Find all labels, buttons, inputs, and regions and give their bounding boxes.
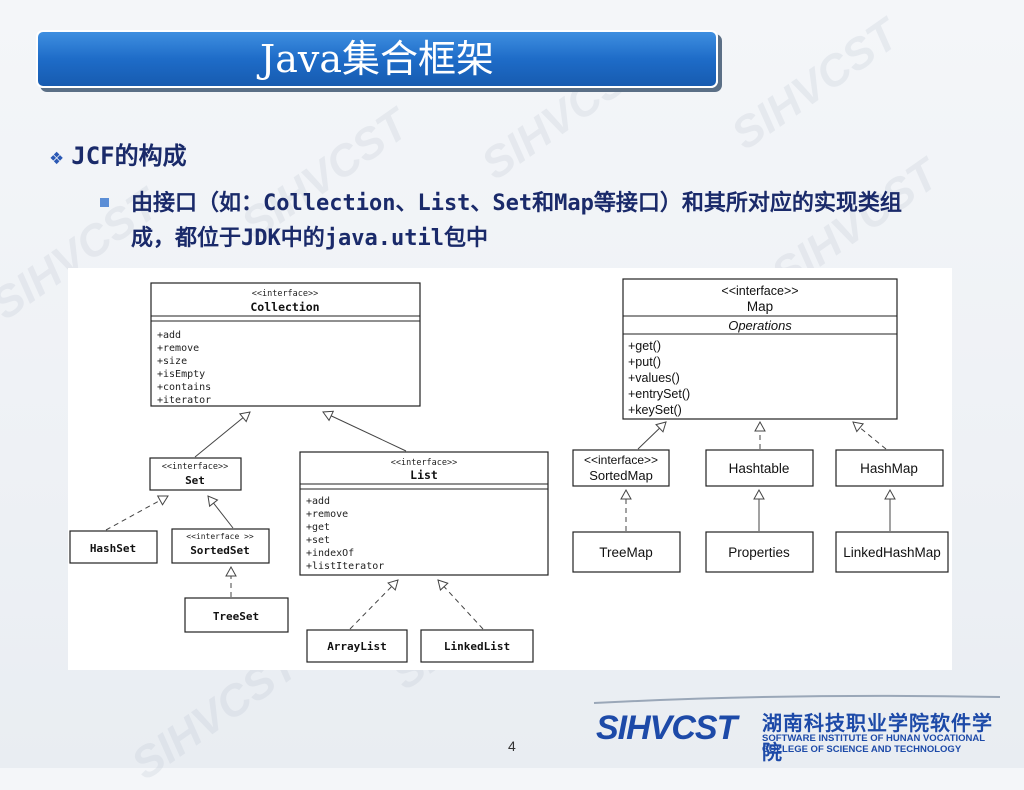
hashmap-implements-map-arrow bbox=[852, 421, 887, 450]
bullet-level2-text: 由接口（如：Collection、List、Set和Map等接口）和其所对应的实… bbox=[131, 191, 902, 251]
set-interface-box: <<interface>> Set bbox=[149, 457, 242, 491]
logo-chinese-name: 湖南科技职业学院软件学院 bbox=[762, 711, 993, 764]
sortedmap-extends-map-arrow bbox=[637, 421, 667, 450]
left-relationship-arrows bbox=[105, 410, 484, 630]
linkedlist-name: LinkedList bbox=[444, 640, 510, 653]
collection-method: +iterator bbox=[157, 395, 211, 406]
hashtable-class-box: Hashtable bbox=[705, 449, 814, 487]
sortedset-interface-box: <<interface >> SortedSet bbox=[171, 528, 270, 564]
page-title: Java集合框架 bbox=[259, 37, 494, 81]
logo-swoosh-icon bbox=[593, 694, 1001, 704]
list-method: +remove bbox=[306, 509, 348, 520]
uml-diagram-svg: <<interface>> Collection +add +remove +s… bbox=[69, 278, 949, 663]
logo-mark: SIHVCST bbox=[596, 709, 737, 747]
list-interface-box: <<interface>> List +add +remove +get +se… bbox=[299, 451, 549, 576]
list-method: +add bbox=[306, 496, 330, 507]
title-bar: Java集合框架 bbox=[36, 30, 718, 88]
arraylist-name: ArrayList bbox=[327, 640, 387, 653]
diamond-bullet-icon: ❖ bbox=[50, 145, 64, 170]
hashmap-class-box: HashMap bbox=[835, 449, 944, 487]
square-bullet-icon bbox=[100, 198, 109, 207]
sortedset-stereotype: <<interface >> bbox=[186, 532, 254, 541]
properties-name: Properties bbox=[728, 545, 790, 560]
list-method: +set bbox=[306, 535, 330, 546]
map-method: +put() bbox=[628, 355, 661, 369]
set-stereotype: <<interface>> bbox=[162, 462, 229, 472]
list-method: +get bbox=[306, 522, 330, 533]
properties-class-box: Properties bbox=[705, 531, 814, 573]
map-method: +get() bbox=[628, 339, 661, 353]
page-number: 4 bbox=[508, 738, 516, 754]
list-stereotype: <<interface>> bbox=[391, 458, 458, 468]
linkedhashmap-name: LinkedHashMap bbox=[843, 545, 941, 560]
map-name: Map bbox=[747, 299, 773, 314]
map-method: +entrySet() bbox=[628, 387, 690, 401]
collection-interface-box: <<interface>> Collection +add +remove +s… bbox=[150, 282, 421, 407]
logo-english-line2: COLLEGE OF SCIENCE AND TECHNOLOGY bbox=[762, 744, 962, 755]
treeset-name: TreeSet bbox=[213, 610, 259, 623]
list-method: +indexOf bbox=[306, 548, 354, 559]
linkedlist-class-box: LinkedList bbox=[420, 629, 534, 663]
map-method: +keySet() bbox=[628, 403, 682, 417]
collection-stereotype: <<interface>> bbox=[252, 289, 319, 299]
sortedset-extends-set-arrow bbox=[207, 495, 234, 529]
collection-method: +isEmpty bbox=[157, 369, 205, 380]
hashtable-name: Hashtable bbox=[729, 461, 790, 476]
hashmap-name: HashMap bbox=[860, 461, 918, 476]
collection-method: +contains bbox=[157, 382, 211, 393]
list-extends-collection-arrow bbox=[322, 410, 407, 452]
map-operations-label: Operations bbox=[728, 318, 792, 333]
collection-method: +remove bbox=[157, 343, 199, 354]
set-name: Set bbox=[185, 474, 205, 487]
linkedlist-implements-list-arrow bbox=[437, 579, 484, 630]
logo-english-line1: SOFTWARE INSTITUTE OF HUNAN VOCATIONAL bbox=[762, 733, 986, 744]
map-method: +values() bbox=[628, 371, 680, 385]
map-stereotype: <<interface>> bbox=[721, 284, 798, 298]
map-interface-box: <<interface>> Map Operations +get() +put… bbox=[622, 278, 898, 420]
treemap-class-box: TreeMap bbox=[572, 531, 681, 573]
bullet-level1-text: JCF的构成 bbox=[71, 142, 187, 170]
linkedhashmap-class-box: LinkedHashMap bbox=[835, 531, 949, 573]
sortedset-name: SortedSet bbox=[190, 544, 250, 557]
collection-method: +add bbox=[157, 330, 181, 341]
list-name: List bbox=[410, 468, 438, 482]
hashset-implements-set-arrow bbox=[105, 495, 169, 531]
sortedmap-stereotype: <<interface>> bbox=[584, 453, 658, 467]
collection-method: +size bbox=[157, 356, 187, 367]
collection-name: Collection bbox=[250, 300, 319, 314]
watermark: SIHVCST bbox=[722, 9, 908, 160]
set-extends-collection-arrow bbox=[194, 411, 251, 458]
hashset-class-box: HashSet bbox=[69, 530, 158, 564]
right-relationship-arrows bbox=[620, 420, 896, 531]
arraylist-implements-list-arrow bbox=[349, 579, 399, 630]
treeset-class-box: TreeSet bbox=[184, 597, 289, 633]
treemap-name: TreeMap bbox=[599, 545, 653, 560]
uml-diagram: <<interface>> Collection +add +remove +s… bbox=[68, 268, 952, 670]
bullet-level2: 由接口（如：Collection、List、Set和Map等接口）和其所对应的实… bbox=[100, 186, 930, 256]
arraylist-class-box: ArrayList bbox=[306, 629, 408, 663]
hashset-name: HashSet bbox=[90, 542, 136, 555]
sortedmap-interface-box: <<interface>> SortedMap bbox=[572, 449, 670, 487]
list-method: +listIterator bbox=[306, 561, 384, 572]
institute-logo: SIHVCST 湖南科技职业学院软件学院 SOFTWARE INSTITUTE … bbox=[590, 693, 1002, 764]
bullet-level1: ❖ JCF的构成 bbox=[50, 136, 187, 171]
sortedmap-name: SortedMap bbox=[589, 468, 653, 483]
